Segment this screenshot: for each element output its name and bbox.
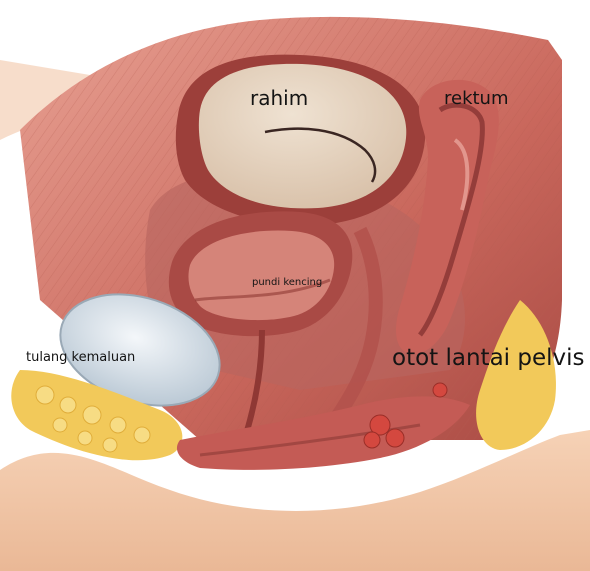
bladder-label: pundi kencing xyxy=(252,277,322,288)
uterus-label: rahim xyxy=(250,86,308,110)
pubic-bone-label: tulang kemaluan xyxy=(26,350,135,365)
pelvic-floor-label: otot lantai pelvis xyxy=(392,345,585,371)
rectum-label: rektum xyxy=(444,88,509,109)
